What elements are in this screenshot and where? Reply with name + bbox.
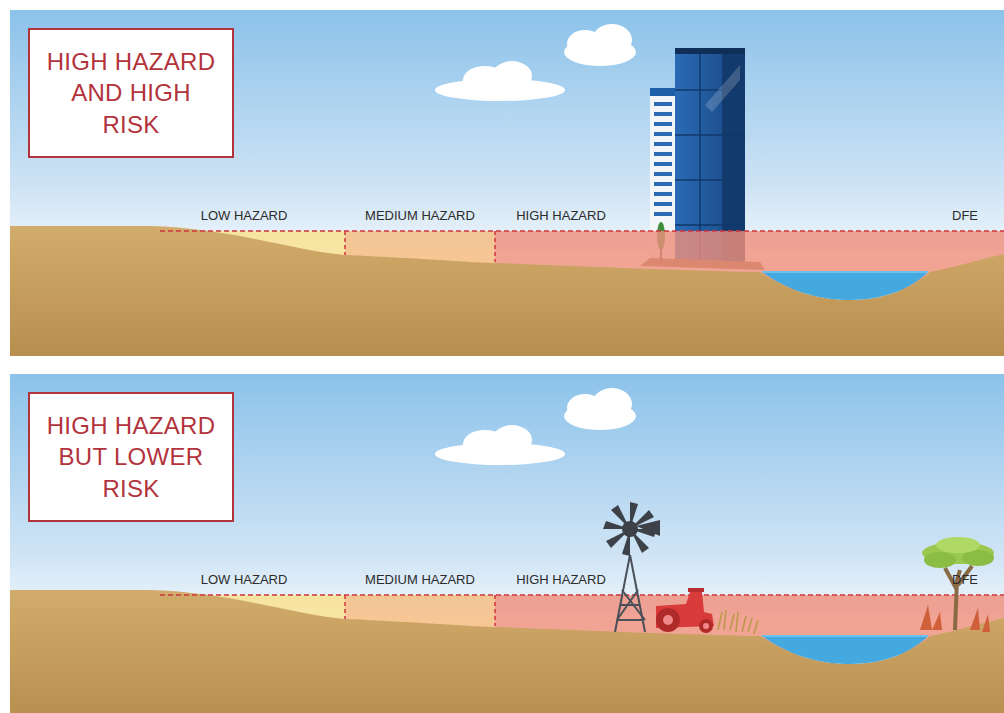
panel-urban — [10, 10, 1004, 356]
gum-tree — [920, 537, 994, 632]
tractor — [656, 588, 714, 633]
panel-rural — [10, 374, 1004, 713]
zone-label: DFE — [952, 572, 978, 587]
zone-label: HIGH HAZARD — [516, 572, 606, 587]
title-text: HIGH HAZARD BUT LOWER RISK — [43, 410, 219, 504]
zone-label: LOW HAZARD — [201, 208, 288, 223]
title-box: HIGH HAZARD AND HIGH RISK — [28, 28, 234, 158]
title-box: HIGH HAZARD BUT LOWER RISK — [28, 392, 234, 522]
zone-label: DFE — [952, 208, 978, 223]
zone-label: MEDIUM HAZARD — [365, 572, 475, 587]
zone-label: LOW HAZARD — [201, 572, 288, 587]
farm — [603, 502, 994, 634]
zone-label: HIGH HAZARD — [516, 208, 606, 223]
title-text: HIGH HAZARD AND HIGH RISK — [43, 46, 219, 140]
zone-label: MEDIUM HAZARD — [365, 208, 475, 223]
